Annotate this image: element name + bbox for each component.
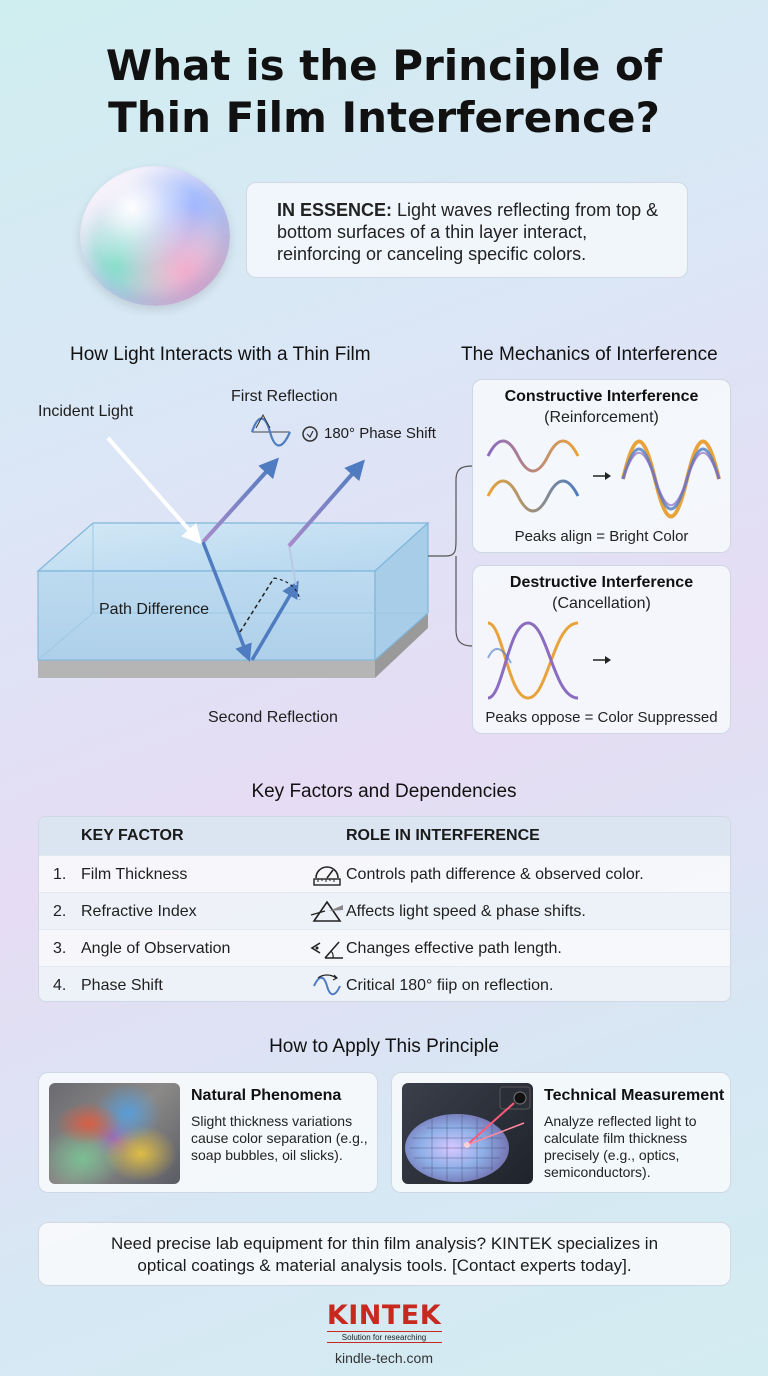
row-role: Changes effective path length. [346,940,562,957]
internal-reflection-ray [250,580,299,661]
destructive-card: Destructive Interference (Cancellation) … [472,565,731,734]
mechanics-heading: The Mechanics of Interference [461,344,718,365]
table-row: 4. Phase Shift Critical 180° fiip on ref… [39,966,730,1001]
constructive-card: Constructive Interference (Reinforcement… [472,379,731,553]
diagram-heading: How Light Interacts with a Thin Film [70,344,371,365]
apply-heading: How to Apply This Principle [269,1036,499,1057]
rotate-icon [302,426,318,442]
wave-d [487,621,579,700]
constructive-caption: Peaks align = Bright Color [514,528,689,545]
table-row: 1. Film Thickness Controls path differen… [39,855,730,892]
bracket-connector [428,465,473,647]
prism-icon [310,900,343,922]
cta-line-1: Need precise lab equipment for thin film… [110,1234,659,1253]
essence-box: IN ESSENCE: Light waves reflecting from … [246,182,688,278]
incident-light-label: Incident Light [38,403,134,420]
row-factor: Refractive Index [81,903,197,920]
brand-tagline: Solution for researching [341,1333,427,1342]
title-line-2: Thin Film Interference? [108,93,660,142]
row-num: 3. [53,940,67,957]
row-role: Controls path difference & observed colo… [346,866,644,883]
row-num: 2. [53,903,67,920]
page-title: What is the Principle of Thin Film Inter… [0,40,768,144]
technical-title: Technical Measurement [544,1087,725,1104]
destructive-subtitle: (Cancellation) [552,595,651,612]
wave-a [486,439,580,473]
destructive-title: Destructive Interference [509,574,694,591]
wave-c [487,621,579,700]
phase-wave-icon [250,417,292,447]
title-line-1: What is the Principle of [105,41,663,90]
row-num: 4. [53,977,67,994]
thin-film-diagram [36,413,430,678]
technical-measurement-card: Technical Measurement Analyze reflected … [391,1072,731,1193]
eye-angle-icon [310,941,343,959]
phase-shift-label: 180° Phase Shift [324,425,436,442]
table-row: 2. Refractive Index Affects light speed … [39,892,730,929]
natural-body: Slight thickness variations cause color … [191,1113,368,1163]
row-role: Critical 180° fiip on reflection. [346,977,554,994]
site-url[interactable]: kindle-tech.com [334,1350,434,1366]
first-reflection-label: First Reflection [231,388,338,405]
constructive-title: Constructive Interference [504,388,699,405]
wafer-measurement-image [402,1083,533,1184]
row-factor: Angle of Observation [81,940,231,957]
constructive-waves [486,439,721,519]
wave-b [486,479,580,513]
destructive-caption: Peaks oppose = Color Suppressed [485,709,718,726]
row-factor: Film Thickness [81,866,188,883]
col-key-factor: KEY FACTOR [81,827,184,844]
wave-flip-icon [313,974,341,996]
cta-line-2[interactable]: optical coatings & material analysis too… [137,1256,632,1275]
table-header: KEY FACTOR ROLE IN INTERFERENCE [39,817,730,855]
technical-body: Analyze reflected light to calculate fil… [544,1113,697,1180]
essence-text: Light waves reflecting from top & bottom… [277,200,659,264]
essence-label: IN ESSENCE: [277,200,393,220]
brand-name: KINTEK [326,1300,442,1331]
col-role: ROLE IN INTERFERENCE [346,827,540,844]
row-factor: Phase Shift [81,977,163,994]
second-reflection-label: Second Reflection [208,709,338,726]
kintek-logo: KINTEK Solution for researching [0,1300,768,1343]
oil-slick-image [49,1083,180,1184]
combined-wave-bright [621,439,721,519]
natural-title: Natural Phenomena [191,1087,342,1104]
natural-phenomena-card: Natural Phenomena Slight thickness varia… [38,1072,378,1193]
cta-box: Need precise lab equipment for thin film… [38,1222,731,1286]
factors-heading: Key Factors and Dependencies [251,781,517,802]
incident-light-ray [106,436,202,545]
soap-bubble-image [80,166,230,306]
path-difference-label: Path Difference [99,601,209,618]
path-difference-line [239,577,275,633]
film-top-surface [36,522,430,572]
second-reflection-ray [287,459,365,548]
factors-table: KEY FACTOR ROLE IN INTERFERENCE 1. Film … [38,816,731,1002]
table-row: 3. Angle of Observation Changes effectiv… [39,929,730,966]
constructive-subtitle: (Reinforcement) [544,409,659,426]
first-reflection-ray [201,457,280,544]
gauge-ruler-icon [313,866,341,886]
refracted-ray [201,541,252,662]
row-num: 1. [53,866,67,883]
row-role: Affects light speed & phase shifts. [346,903,586,920]
destructive-waves [487,621,719,700]
